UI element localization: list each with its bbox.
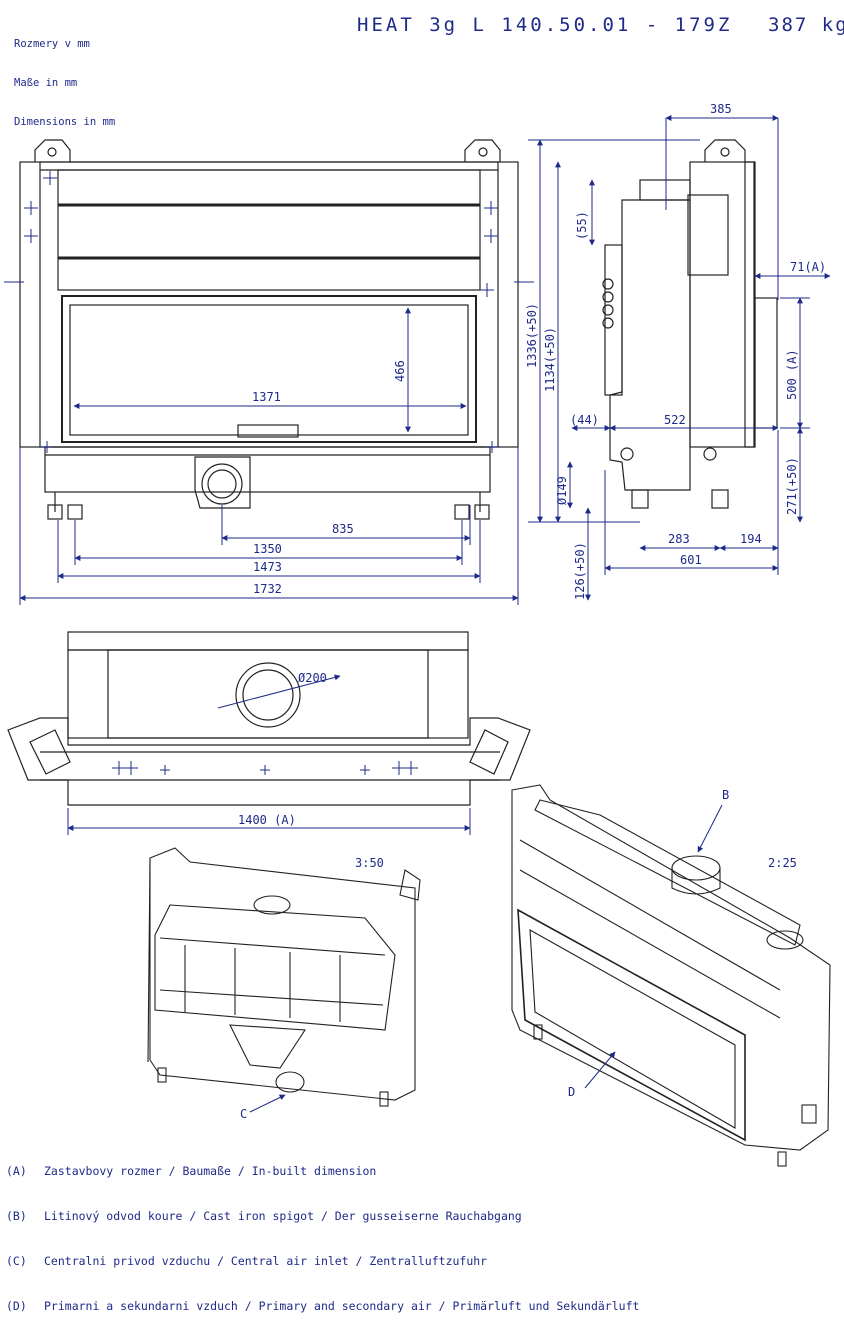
side-view (567, 115, 831, 601)
dim-500: 500 (A) (785, 349, 799, 400)
dim-55: (55) (575, 211, 589, 240)
model-title: HEAT 3g L 140.50.01 - 179Z (357, 14, 733, 36)
dim-271: 271(+50) (785, 457, 799, 515)
dim-inlet-offset: 835 (332, 522, 354, 536)
legend-key-b: (B) (6, 1209, 27, 1223)
dim-height-1134: 1134(+50) (543, 327, 557, 392)
units-line-en: Dimensions in mm (14, 116, 116, 128)
dim-601: 601 (680, 553, 702, 567)
dim-overall-width: 1732 (253, 582, 282, 596)
scale-right: 2:25 (768, 856, 797, 870)
legend-text-b: Litinový odvod koure / Cast iron spigot … (44, 1209, 522, 1223)
legend-row-c: (C) Centralni privod vzduchu / Central ai… (6, 1254, 639, 1269)
units-line-de: Maße in mm (14, 77, 78, 89)
dim-149: Ø149 (555, 476, 569, 505)
front-view (4, 139, 534, 605)
dim-126: 126(+50) (573, 542, 587, 600)
units-line-cz: Rozmery v mm (14, 38, 90, 50)
callout-c: C (240, 1107, 247, 1121)
legend-key-d: (D) (6, 1299, 27, 1313)
dim-spigot: Ø200 (298, 671, 327, 685)
callout-d: D (568, 1085, 575, 1099)
dim-283: 283 (668, 532, 690, 546)
legend: (A) Zastavbovy rozmer / Baumaße / In-buil… (6, 1134, 639, 1329)
dim-opening-width: 1371 (252, 390, 281, 404)
dim-71: 71(A) (790, 260, 826, 274)
technical-drawing: 466 1371 835 1350 1473 1732 1336(+50) 11… (4, 102, 831, 1167)
scale-left: 3:50 (355, 856, 384, 870)
callout-b: B (722, 788, 729, 802)
legend-row-b: (B) Litinový odvod koure / Cast iron spig… (6, 1209, 639, 1224)
legend-text-a: Zastavbovy rozmer / Baumaße / In-built d… (44, 1164, 377, 1178)
dim-overall-height: 1336(+50) (525, 303, 539, 368)
legend-key-a: (A) (6, 1164, 27, 1178)
legend-text-d: Primarni a sekundarni vzduch / Primary a… (44, 1299, 640, 1313)
dim-builtin-width: 1400 (A) (238, 813, 296, 827)
weight-label: 387 kg (768, 14, 844, 36)
dim-522: 522 (664, 413, 686, 427)
dim-44: (44) (570, 413, 599, 427)
legend-row-a: (A) Zastavbovy rozmer / Baumaße / In-buil… (6, 1164, 639, 1179)
dim-194: 194 (740, 532, 762, 546)
legend-row-d: (D) Primarni a sekundarni vzduch / Primar… (6, 1299, 639, 1314)
iso-view-front (511, 784, 831, 1167)
units-note: Rozmery v mm Maße in mm Dimensions in mm (14, 12, 115, 142)
dim-depth-385: 385 (710, 102, 732, 116)
legend-text-c: Centralni privod vzduchu / Central air i… (44, 1254, 488, 1268)
legend-key-c: (C) (6, 1254, 27, 1268)
dim-base-1473: 1473 (253, 560, 282, 574)
iso-view-rear (147, 847, 421, 1113)
dim-opening-height: 466 (393, 360, 407, 382)
dim-base-1350: 1350 (253, 542, 282, 556)
top-view (7, 631, 531, 835)
front-height-dims (528, 139, 700, 523)
